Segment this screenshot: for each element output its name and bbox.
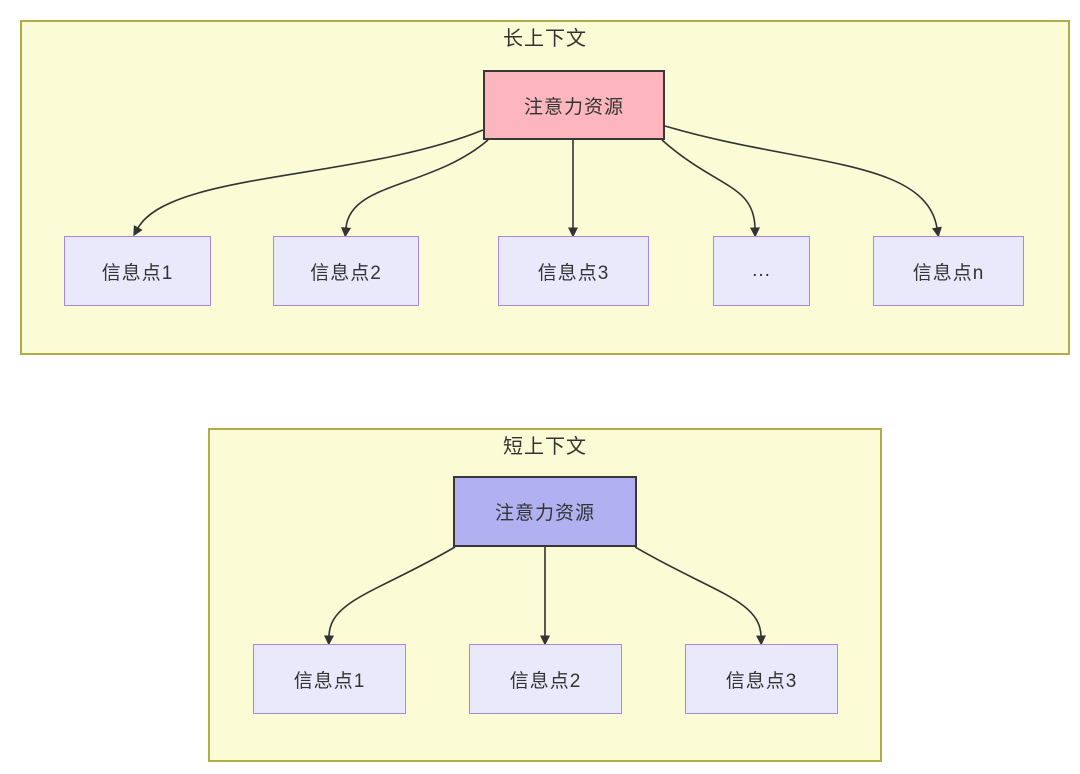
long-attention-resource-node: 注意力资源 [483, 70, 665, 140]
short-info-point-2-node: 信息点2 [469, 644, 622, 714]
short-info-point-3-node: 信息点3 [685, 644, 838, 714]
long-info-point-1-node: 信息点1 [64, 236, 211, 306]
long-info-point-ellipsis-node: ... [713, 236, 810, 306]
long-info-point-n-node: 信息点n [873, 236, 1024, 306]
short-attention-resource-node: 注意力资源 [453, 476, 637, 547]
long-info-point-3-node: 信息点3 [498, 236, 649, 306]
panel-long-context-title: 长上下文 [503, 28, 587, 50]
panel-short-context-title: 短上下文 [503, 436, 587, 458]
short-info-point-1-node: 信息点1 [253, 644, 406, 714]
long-info-point-2-node: 信息点2 [273, 236, 419, 306]
